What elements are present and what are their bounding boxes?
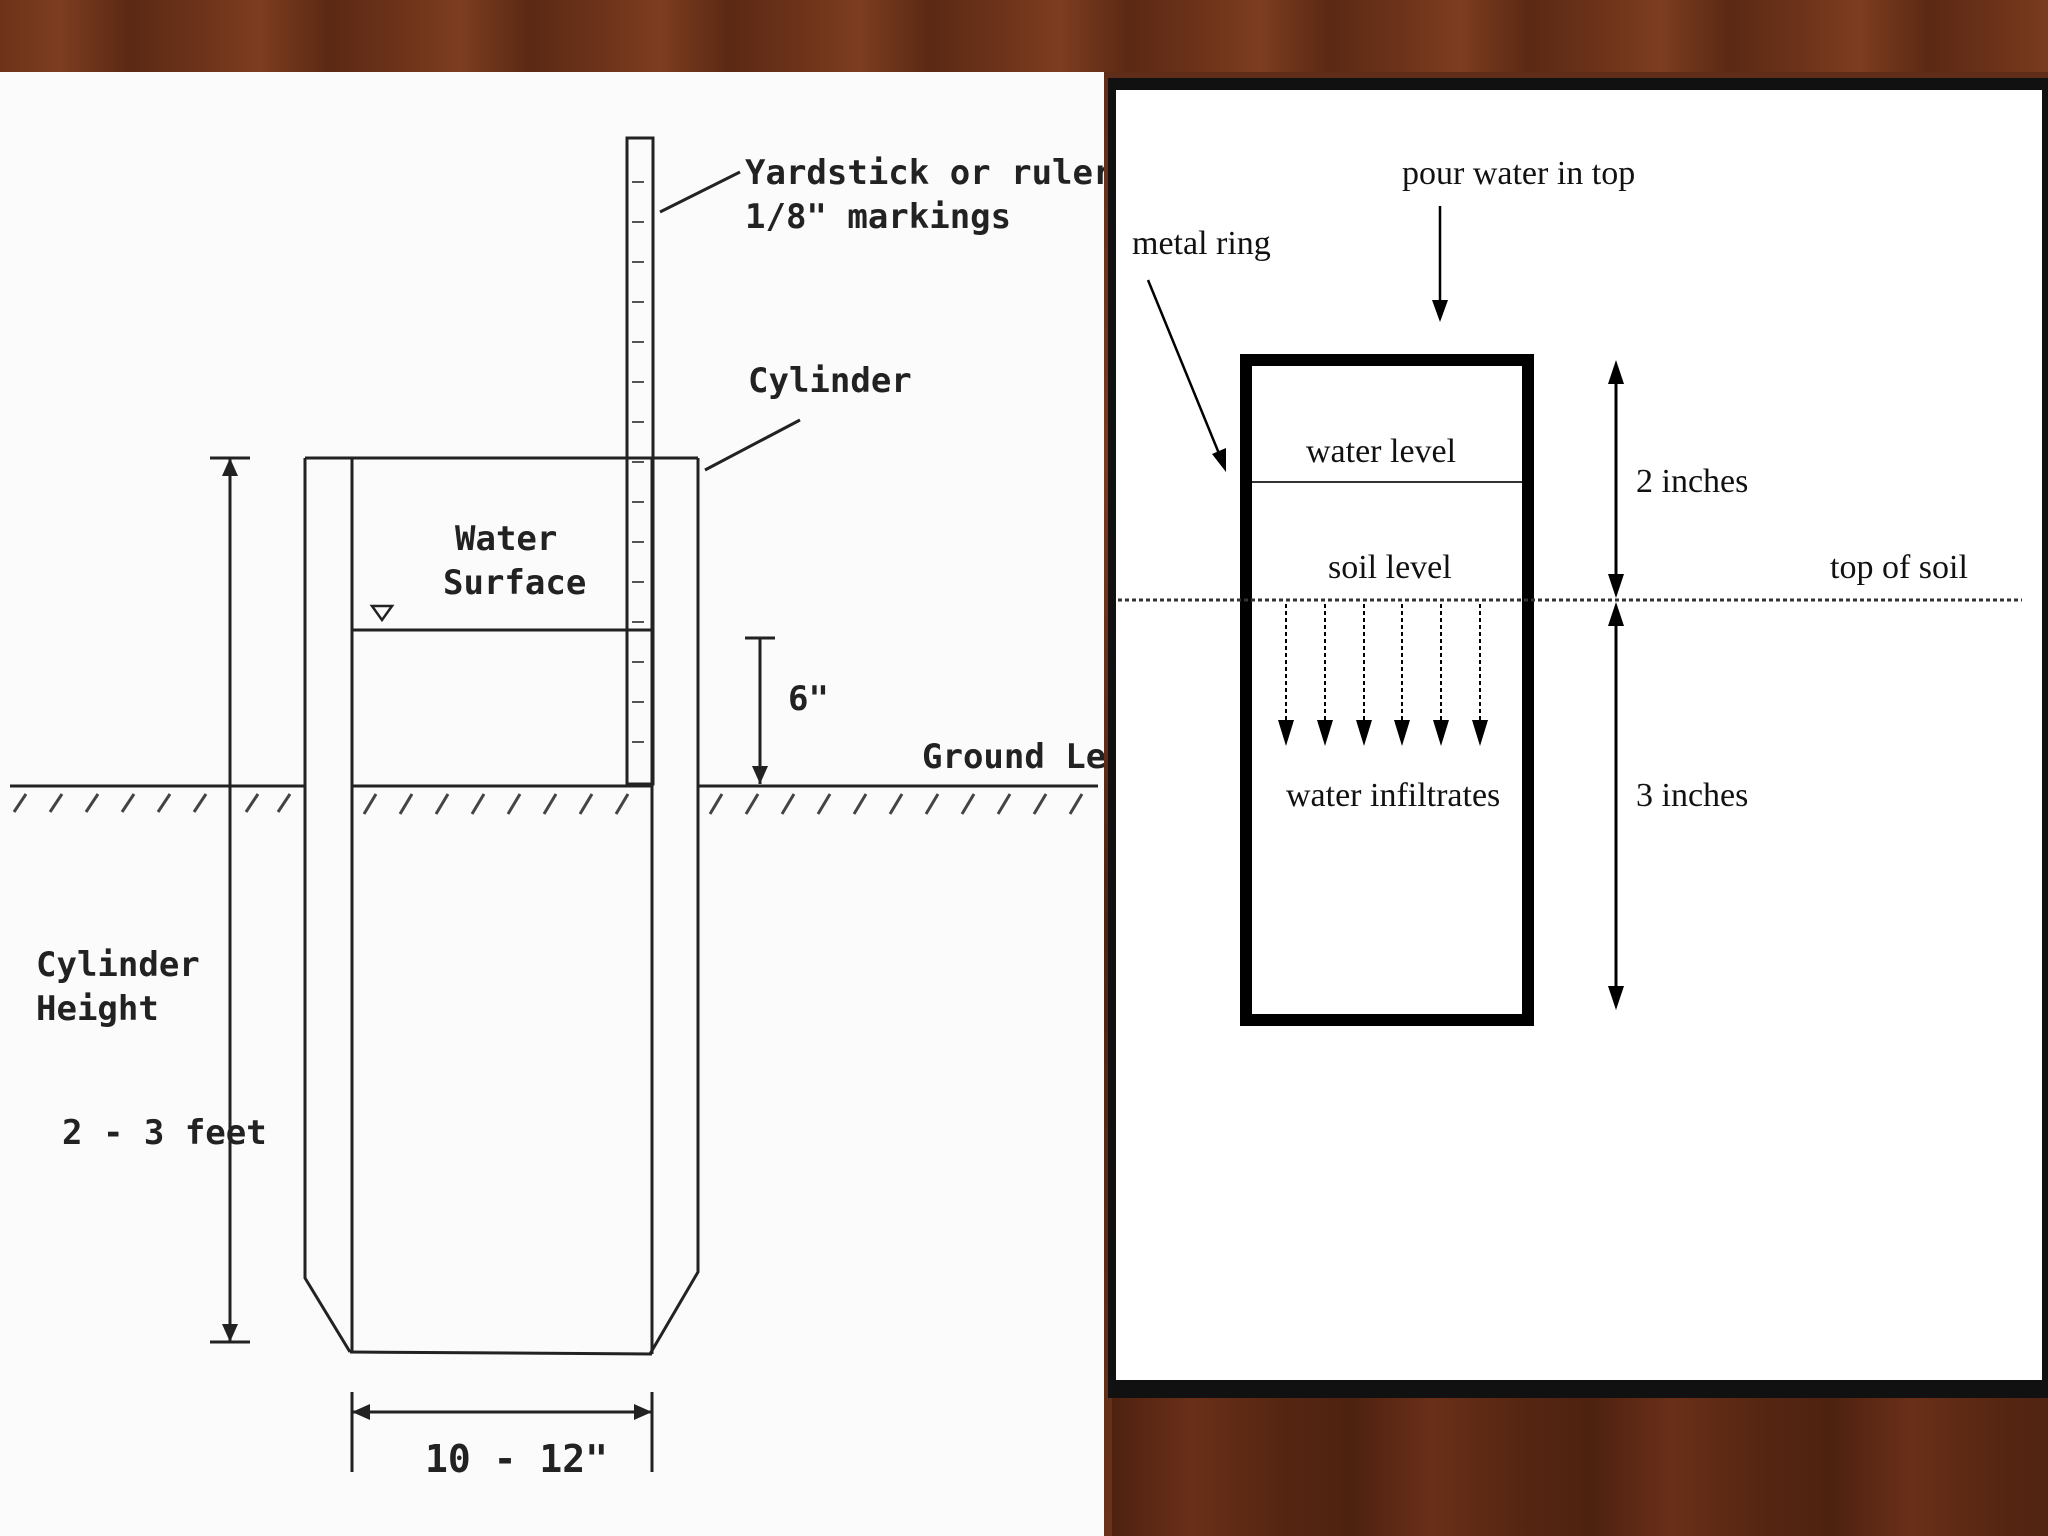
metal-ring-infiltration-diagram: pour water in top metal ring water level…: [1116, 90, 2042, 1380]
right-diagram-svg: pour water in top metal ring water level…: [1118, 155, 2022, 1026]
wood-background-top: [0, 0, 2048, 72]
height-arrow-bottom: [222, 1324, 238, 1342]
ruler-label-line2: 1/8" markings: [745, 197, 1011, 237]
pour-arrow: [1432, 206, 1448, 322]
cylinder-infiltrometer-diagram: Yardstick or ruler with 1/8" markings Cy…: [0, 72, 1104, 1536]
infiltration-arrows: [1285, 604, 1481, 726]
ruler-label-line1: Yardstick or ruler with: [745, 153, 1104, 193]
metal-ring-label: metal ring: [1132, 225, 1271, 262]
water-surface-label-line2: Surface: [443, 563, 586, 603]
height-value-label: 2 - 3 feet: [62, 1113, 267, 1153]
cylinder-right-outer-wall: [648, 458, 700, 1355]
pour-water-label: pour water in top: [1402, 155, 1635, 192]
two-inch-dimension-arrow: [1608, 360, 1624, 598]
two-inch-label: 2 inches: [1636, 463, 1748, 500]
ground-level-label: Ground Level: [922, 737, 1104, 777]
wood-background-bottom: [1112, 1396, 2048, 1536]
ruler-leader-line: [659, 170, 741, 214]
left-diagram-svg: Yardstick or ruler with 1/8" markings Cy…: [10, 136, 1104, 1481]
water-level-label: water level: [1306, 433, 1456, 470]
diameter-arrow-left: [352, 1404, 370, 1420]
cylinder-bottom-edge: [349, 1350, 653, 1356]
three-inch-label: 3 inches: [1636, 777, 1748, 814]
depth-arrow: [752, 766, 768, 784]
water-infiltrates-label: water infiltrates: [1286, 777, 1500, 814]
top-of-soil-label: top of soil: [1830, 549, 1968, 586]
water-surface-symbol: [369, 604, 395, 623]
ruler-markings: [632, 181, 644, 743]
soil-hatching: [12, 793, 1084, 815]
infiltration-arrowheads: [1278, 720, 1488, 746]
soil-level-label: soil level: [1328, 549, 1452, 586]
height-arrow-top: [222, 458, 238, 476]
height-label-line1: Cylinder: [36, 945, 200, 985]
three-inch-dimension-arrow: [1608, 602, 1624, 1010]
depth-label: 6": [788, 679, 829, 719]
cylinder-left-outer-wall: [303, 458, 352, 1353]
metal-ring: [1240, 354, 1534, 1026]
metal-ring-arrow: [1146, 279, 1226, 472]
diameter-arrow-right: [634, 1404, 652, 1420]
height-label-line2: Height: [36, 989, 159, 1029]
diameter-label: 10 - 12": [425, 1437, 608, 1481]
cylinder-label: Cylinder: [748, 361, 912, 401]
water-surface-label-line1: Water: [455, 519, 557, 559]
cylinder-leader-line: [704, 418, 801, 472]
